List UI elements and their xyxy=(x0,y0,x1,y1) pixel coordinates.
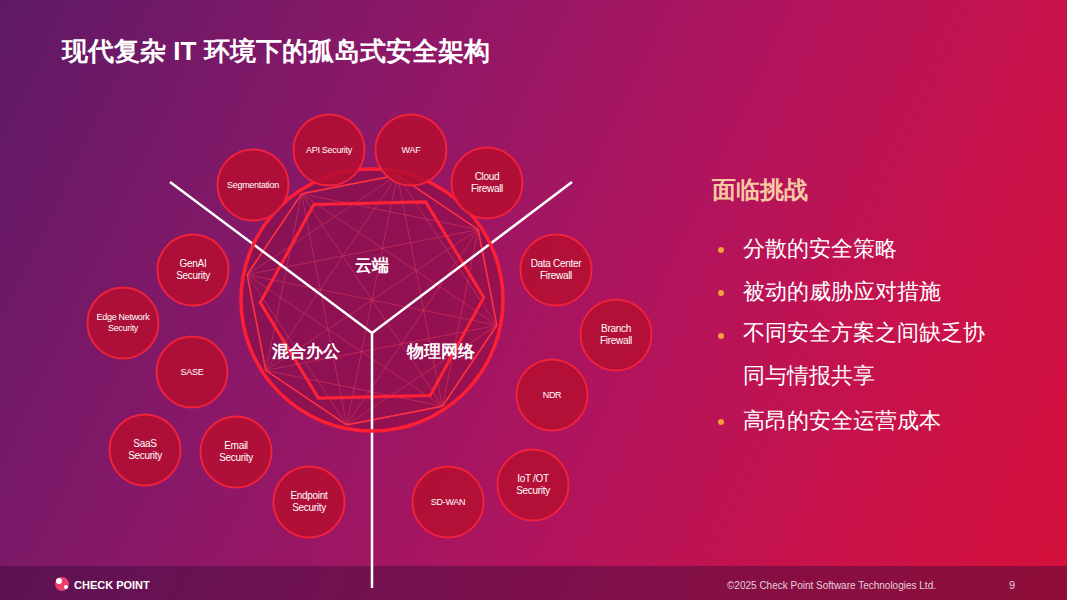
service-circle: API Security xyxy=(292,113,366,187)
service-circle: IoT /OT Security xyxy=(496,448,570,522)
service-label: API Security xyxy=(294,145,364,156)
circle-shape xyxy=(294,115,365,186)
bullet-dot xyxy=(718,419,724,425)
service-label: Email Security xyxy=(214,440,259,464)
web-line xyxy=(266,325,497,370)
sector-label: 云端 xyxy=(355,254,389,277)
circle-shape xyxy=(201,417,272,488)
bullet-dot xyxy=(718,290,724,296)
circle-shape xyxy=(517,360,588,431)
logo-icon xyxy=(55,577,69,591)
service-label: Cloud Firewall xyxy=(465,171,510,195)
service-circle: Branch Firewall xyxy=(579,298,653,372)
service-label: Branch Firewall xyxy=(591,323,641,347)
footer-band xyxy=(0,566,1067,600)
service-circle: Edge Network Security xyxy=(86,286,160,360)
circle-shape xyxy=(581,300,652,371)
y-divider xyxy=(170,182,572,588)
web-line xyxy=(247,275,442,406)
web-line xyxy=(397,175,442,406)
service-circle: Segmentation xyxy=(216,148,290,222)
circle-shape xyxy=(110,415,181,486)
circle-shape xyxy=(158,235,229,306)
service-label: WAF xyxy=(376,145,446,156)
circle-shape xyxy=(376,115,447,186)
circle-shape xyxy=(521,235,592,306)
circle-shape xyxy=(498,450,569,521)
service-circle: NDR xyxy=(515,358,589,432)
logo-circle xyxy=(55,577,69,591)
sector-label: 混合办公 xyxy=(272,339,340,362)
bullet-text: 被动的威胁应对措施 xyxy=(743,278,941,307)
logo-dot xyxy=(64,585,68,589)
page-number: 9 xyxy=(1009,578,1015,592)
service-label: SaaS Security xyxy=(123,438,168,462)
divider-line xyxy=(371,333,374,588)
bullet-dot xyxy=(718,333,724,339)
service-label: GenAI Security xyxy=(168,258,218,282)
service-circle: Endpoint Security xyxy=(272,465,346,539)
service-circle: GenAI Security xyxy=(156,233,230,307)
slide-title: 现代复杂 IT 环境下的孤岛式安全架构 xyxy=(62,34,490,69)
service-circle: SASE xyxy=(155,335,229,409)
service-label: Segmentation xyxy=(218,180,288,191)
bullet-text: 不同安全方案之间缺乏协同与情报共享 xyxy=(743,311,1001,397)
copyright: ©2025 Check Point Software Technologies … xyxy=(727,579,936,592)
service-label: NDR xyxy=(517,390,587,401)
circle-shape xyxy=(413,467,484,538)
bullet-dots xyxy=(718,247,724,425)
sector-label: 物理网络 xyxy=(407,339,475,362)
circle-shape xyxy=(157,337,228,408)
service-label: Endpoint Security xyxy=(284,490,334,514)
challenge-heading: 面临挑战 xyxy=(712,174,808,205)
service-circle: Email Security xyxy=(199,415,273,489)
service-label: IoT /OT Security xyxy=(508,473,558,497)
service-circle: WAF xyxy=(374,113,448,187)
bullet-text: 高昂的安全运营成本 xyxy=(743,407,941,436)
circle-shape xyxy=(218,150,289,221)
service-label: Edge Network Security xyxy=(88,312,158,334)
service-circle: Data Center Firewall xyxy=(519,233,593,307)
logo-text: CHECK POINT xyxy=(74,578,150,592)
bullet-dot xyxy=(718,247,724,253)
service-label: Data Center Firewall xyxy=(525,258,587,282)
circle-shape xyxy=(452,148,523,219)
logo-dot xyxy=(56,578,62,584)
service-label: SASE xyxy=(157,367,227,378)
circle-shape xyxy=(88,288,159,359)
service-label: SD-WAN xyxy=(413,497,483,508)
circle-shape xyxy=(274,467,345,538)
bullet-text: 分散的安全策略 xyxy=(743,235,897,264)
service-circle: Cloud Firewall xyxy=(450,146,524,220)
service-circle: SD-WAN xyxy=(411,465,485,539)
service-circle: SaaS Security xyxy=(108,413,182,487)
